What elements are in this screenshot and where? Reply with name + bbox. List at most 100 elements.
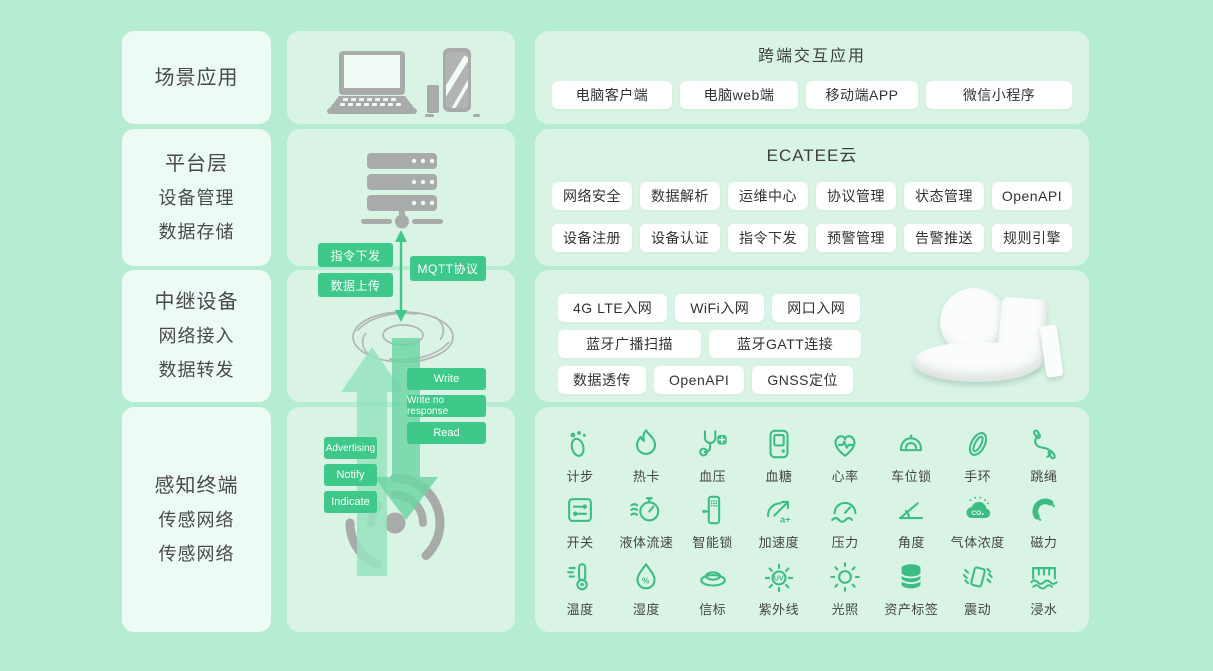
app-button[interactable]: 电脑客户端 bbox=[552, 81, 673, 109]
sensor-label: 浸水 bbox=[1030, 601, 1058, 617]
sensor-item: 手环 bbox=[945, 423, 1011, 489]
app-button[interactable]: 电脑web端 bbox=[680, 81, 798, 109]
sensor-item: 智能锁 bbox=[680, 489, 746, 555]
steps-icon bbox=[563, 427, 597, 461]
layer-box-scene-application: 场景应用 bbox=[122, 31, 271, 124]
cloud-feature-button[interactable]: 规则引擎 bbox=[992, 224, 1072, 252]
access-feature-button[interactable]: OpenAPI bbox=[654, 366, 745, 394]
pressure-icon bbox=[828, 493, 862, 527]
humidity-icon: % bbox=[629, 560, 663, 594]
uv-icon: UV bbox=[762, 560, 796, 594]
cloud-feature-button[interactable]: 状态管理 bbox=[904, 182, 984, 210]
layer-box-sensing-terminal: 感知终端 传感网络 传感网络 bbox=[122, 407, 271, 632]
sensor-label: 信标 bbox=[699, 601, 727, 617]
layer-label: 感知终端 bbox=[154, 474, 239, 497]
sensor-item: 浸水 bbox=[1011, 556, 1077, 622]
smart-lock-icon bbox=[696, 493, 730, 527]
sensor-grid: 计步 热卡 血压 血糖 心率 车位锁 手环 跳绳 开关 液体流速 智能锁 a+加… bbox=[547, 423, 1077, 622]
sensor-label: 磁力 bbox=[1030, 535, 1058, 551]
sensor-label: 液体流速 bbox=[619, 535, 674, 551]
laptop-and-phone-icon bbox=[327, 48, 480, 117]
jump-rope-icon bbox=[1027, 427, 1061, 461]
cross-platform-apps-panel: 跨端交互应用 电脑客户端 电脑web端 移动端APP 微信小程序 bbox=[535, 31, 1089, 124]
svg-text:CO₂: CO₂ bbox=[971, 511, 984, 518]
sensor-label: 手环 bbox=[964, 469, 992, 485]
blood-pressure-icon bbox=[696, 427, 730, 461]
access-feature-button[interactable]: GNSS定位 bbox=[752, 366, 854, 394]
sensor-item: 血糖 bbox=[746, 423, 812, 489]
svg-text:UV: UV bbox=[774, 574, 784, 582]
gas-concentration-icon: CO₂ bbox=[961, 493, 995, 527]
sensor-label: 湿度 bbox=[632, 601, 660, 617]
water-immersion-icon bbox=[1027, 560, 1061, 594]
layer-label: 场景应用 bbox=[154, 66, 239, 89]
flow-tag-mqtt: MQTT协议 bbox=[410, 256, 486, 281]
sensor-label: 心率 bbox=[831, 469, 859, 485]
cloud-feature-button[interactable]: 设备认证 bbox=[640, 224, 720, 252]
panel-title: ECATEE云 bbox=[766, 146, 858, 165]
layer-label: 传感网络 bbox=[158, 543, 235, 564]
ecatee-cloud-panel: ECATEE云 网络安全 数据解析 运维中心 协议管理 状态管理 OpenAPI… bbox=[535, 129, 1089, 266]
sensor-label: 光照 bbox=[831, 601, 859, 617]
svg-text:a+: a+ bbox=[780, 515, 791, 526]
cloud-feature-button[interactable]: 告警推送 bbox=[904, 224, 984, 252]
layer-label: 设备管理 bbox=[158, 187, 235, 208]
flow-tag-notify: Notify bbox=[324, 464, 377, 486]
sensor-label: 车位锁 bbox=[891, 469, 932, 485]
flow-tag-advertising: Advertising bbox=[324, 437, 377, 459]
angle-icon bbox=[894, 493, 928, 527]
flow-tag-data-upload: 数据上传 bbox=[318, 273, 393, 297]
cloud-feature-button[interactable]: 数据解析 bbox=[640, 182, 720, 210]
illuminance-icon bbox=[828, 560, 862, 594]
access-feature-button[interactable]: 网口入网 bbox=[772, 294, 861, 322]
app-button[interactable]: 移动端APP bbox=[805, 81, 919, 109]
sensor-item: 血压 bbox=[680, 423, 746, 489]
server-stack-icon bbox=[361, 153, 443, 229]
sensor-label: 温度 bbox=[566, 601, 594, 617]
cloud-feature-button[interactable]: 协议管理 bbox=[816, 182, 896, 210]
app-button[interactable]: 微信小程序 bbox=[926, 81, 1072, 109]
cloud-feature-button[interactable]: 指令下发 bbox=[728, 224, 808, 252]
sensor-item: 跳绳 bbox=[1011, 423, 1077, 489]
sensor-label: 跳绳 bbox=[1030, 469, 1058, 485]
sensor-item: 资产标签 bbox=[878, 556, 944, 622]
cloud-feature-button[interactable]: OpenAPI bbox=[992, 182, 1072, 210]
access-feature-button[interactable]: WiFi入网 bbox=[675, 294, 765, 322]
sensor-item: 车位锁 bbox=[878, 423, 944, 489]
sensor-label: 血糖 bbox=[765, 469, 793, 485]
calorie-flame-icon bbox=[629, 427, 663, 461]
flow-tag-read: Read bbox=[407, 422, 486, 444]
sensor-item: 光照 bbox=[812, 556, 878, 622]
sensor-item: 压力 bbox=[812, 489, 878, 555]
sensor-item: 热卡 bbox=[613, 423, 679, 489]
sensor-radar-icon bbox=[345, 473, 445, 569]
cloud-feature-button[interactable]: 运维中心 bbox=[728, 182, 808, 210]
access-feature-button[interactable]: 蓝牙广播扫描 bbox=[558, 330, 701, 358]
layer-label: 数据存储 bbox=[158, 221, 235, 242]
sensor-item: 角度 bbox=[878, 489, 944, 555]
sensor-item: a+加速度 bbox=[746, 489, 812, 555]
sensor-label: 血压 bbox=[699, 469, 727, 485]
access-feature-button[interactable]: 蓝牙GATT连接 bbox=[709, 330, 862, 358]
beacon-icon bbox=[696, 560, 730, 594]
panel-title: 跨端交互应用 bbox=[757, 48, 866, 65]
sensor-item: 信标 bbox=[680, 556, 746, 622]
layer-label: 数据转发 bbox=[158, 360, 235, 380]
sensor-item: 磁力 bbox=[1011, 489, 1077, 555]
access-feature-button[interactable]: 数据透传 bbox=[558, 366, 646, 394]
cloud-feature-button[interactable]: 网络安全 bbox=[552, 182, 632, 210]
wristband-icon bbox=[961, 427, 995, 461]
sensor-label: 开关 bbox=[566, 535, 594, 551]
heart-rate-icon bbox=[828, 427, 862, 461]
sensor-label: 智能锁 bbox=[692, 535, 733, 551]
cloud-feature-button[interactable]: 预警管理 bbox=[816, 224, 896, 252]
access-feature-button[interactable]: 4G LTE入网 bbox=[558, 294, 668, 322]
scene-devices-box bbox=[287, 31, 515, 124]
sensor-label: 资产标签 bbox=[884, 601, 939, 617]
cloud-feature-button[interactable]: 设备注册 bbox=[552, 224, 632, 252]
flow-tag-indicate: Indicate bbox=[324, 491, 377, 513]
blood-glucose-icon bbox=[762, 427, 796, 461]
disc-gateway-photo bbox=[913, 342, 1041, 382]
